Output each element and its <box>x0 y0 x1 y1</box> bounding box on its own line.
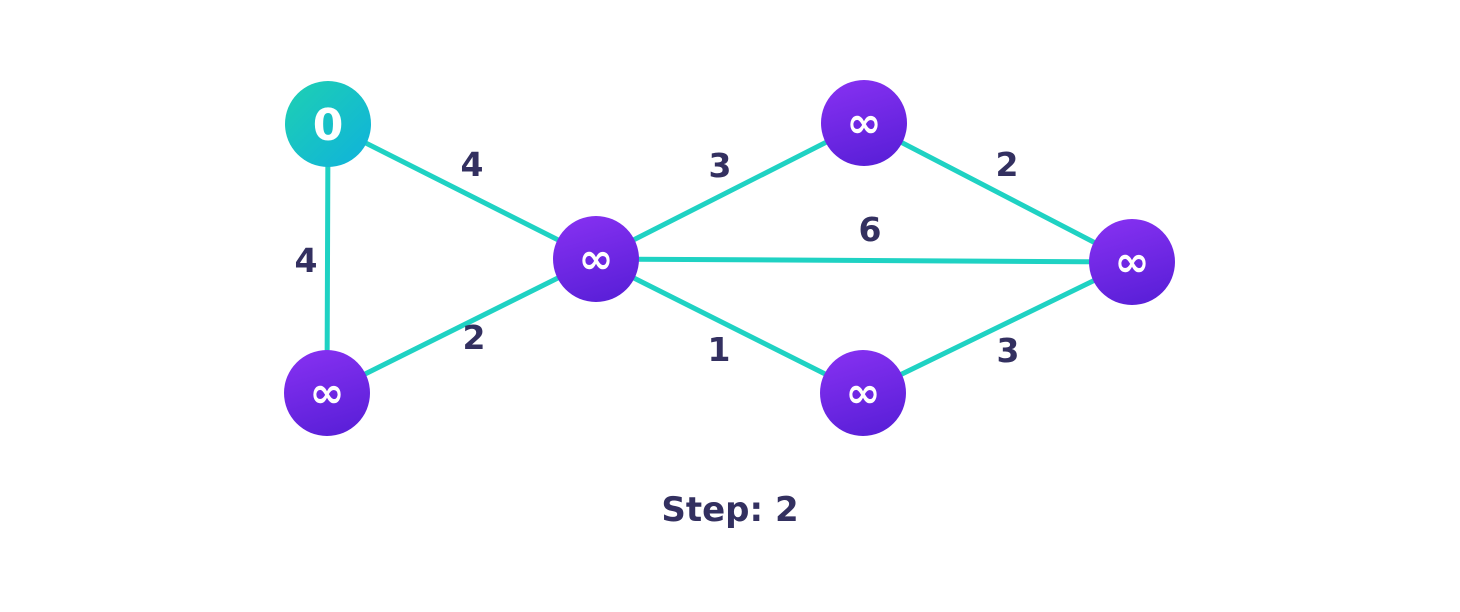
edge-weight-B-C: 2 <box>463 318 486 357</box>
edge-A-C <box>325 121 599 262</box>
edge-weight-C-D: 3 <box>709 146 732 185</box>
edge-A-B <box>324 121 331 396</box>
edge-weight-C-E: 1 <box>708 330 731 369</box>
node-C: ∞ <box>553 216 639 302</box>
edge-weight-E-F: 3 <box>997 331 1020 370</box>
node-label-E: ∞ <box>846 368 881 417</box>
step-label: Step: 2 <box>661 490 798 530</box>
node-circle <box>553 216 639 302</box>
node-B: ∞ <box>284 350 370 436</box>
edge-C-F <box>593 256 1135 265</box>
node-label-C: ∞ <box>579 234 614 283</box>
node-label-B: ∞ <box>310 368 345 417</box>
edge-weight-A-B: 4 <box>295 241 318 280</box>
edge-D-F <box>861 120 1135 265</box>
edge-weight-C-F: 6 <box>859 210 882 249</box>
node-circle <box>820 350 906 436</box>
edge-C-E <box>593 256 866 396</box>
node-F: ∞ <box>1089 219 1175 305</box>
node-label-A: 0 <box>313 100 344 151</box>
start-node-circle <box>285 81 371 167</box>
node-label-F: ∞ <box>1115 237 1150 286</box>
node-E: ∞ <box>820 350 906 436</box>
edge-E-F <box>860 259 1135 396</box>
node-circle <box>1089 219 1175 305</box>
node-circle <box>284 350 370 436</box>
node-label-D: ∞ <box>847 98 882 147</box>
node-circle <box>821 80 907 166</box>
edge-weight-D-F: 2 <box>996 145 1019 184</box>
node-A: 0 <box>285 81 371 167</box>
edge-weight-A-C: 4 <box>461 145 484 184</box>
edge-B-C <box>324 256 599 396</box>
node-D: ∞ <box>821 80 907 166</box>
edge-C-D <box>593 120 867 262</box>
